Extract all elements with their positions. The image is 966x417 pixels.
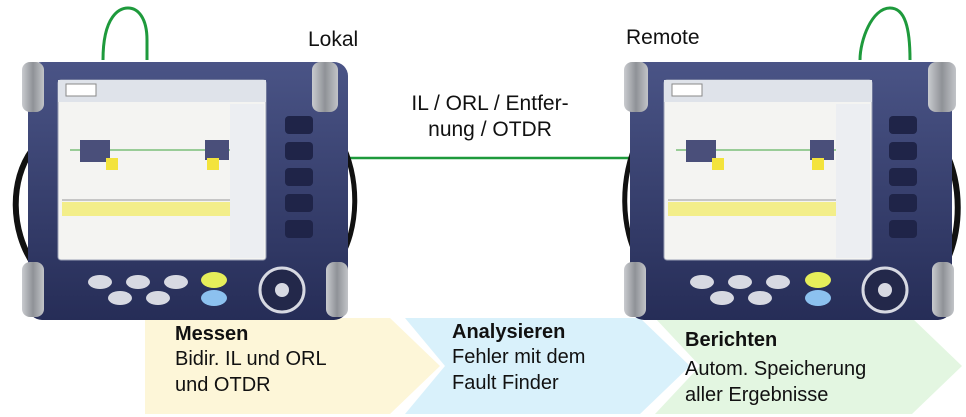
carry-strap xyxy=(12,148,37,267)
step-arrow-measure xyxy=(145,318,440,414)
step-text-report-1: Autom. Speicherung xyxy=(685,358,867,380)
results-row xyxy=(62,202,262,216)
step-text-measure-1: Bidir. IL und ORL xyxy=(175,348,327,370)
fiber-loop-remote xyxy=(858,6,912,61)
link-label-line1: IL / ORL / Entfer- xyxy=(411,92,569,115)
step-text-analyze-2: Fault Finder xyxy=(452,372,559,394)
step-title-report: Berichten xyxy=(685,329,778,351)
process-steps xyxy=(145,318,962,414)
step-text-report-2: aller Ergebnisse xyxy=(685,384,829,406)
local-label: Lokal xyxy=(308,28,359,51)
step-arrow-report xyxy=(655,318,962,414)
step-text-analyze-1: Fehler mit dem xyxy=(452,346,586,368)
local-device xyxy=(12,62,358,320)
link-label-line2: nung / OTDR xyxy=(428,118,552,141)
fiber-loop-local xyxy=(101,6,149,61)
results-row xyxy=(668,202,868,216)
remote-label: Remote xyxy=(626,26,700,49)
bumper xyxy=(22,62,44,112)
remote-device xyxy=(622,62,961,320)
step-title-analyze: Analysieren xyxy=(452,321,566,343)
step-text-measure-2: und OTDR xyxy=(175,374,271,396)
step-arrow-analyze xyxy=(405,318,690,414)
bumper xyxy=(624,62,648,112)
step-title-measure: Messen xyxy=(175,323,249,345)
